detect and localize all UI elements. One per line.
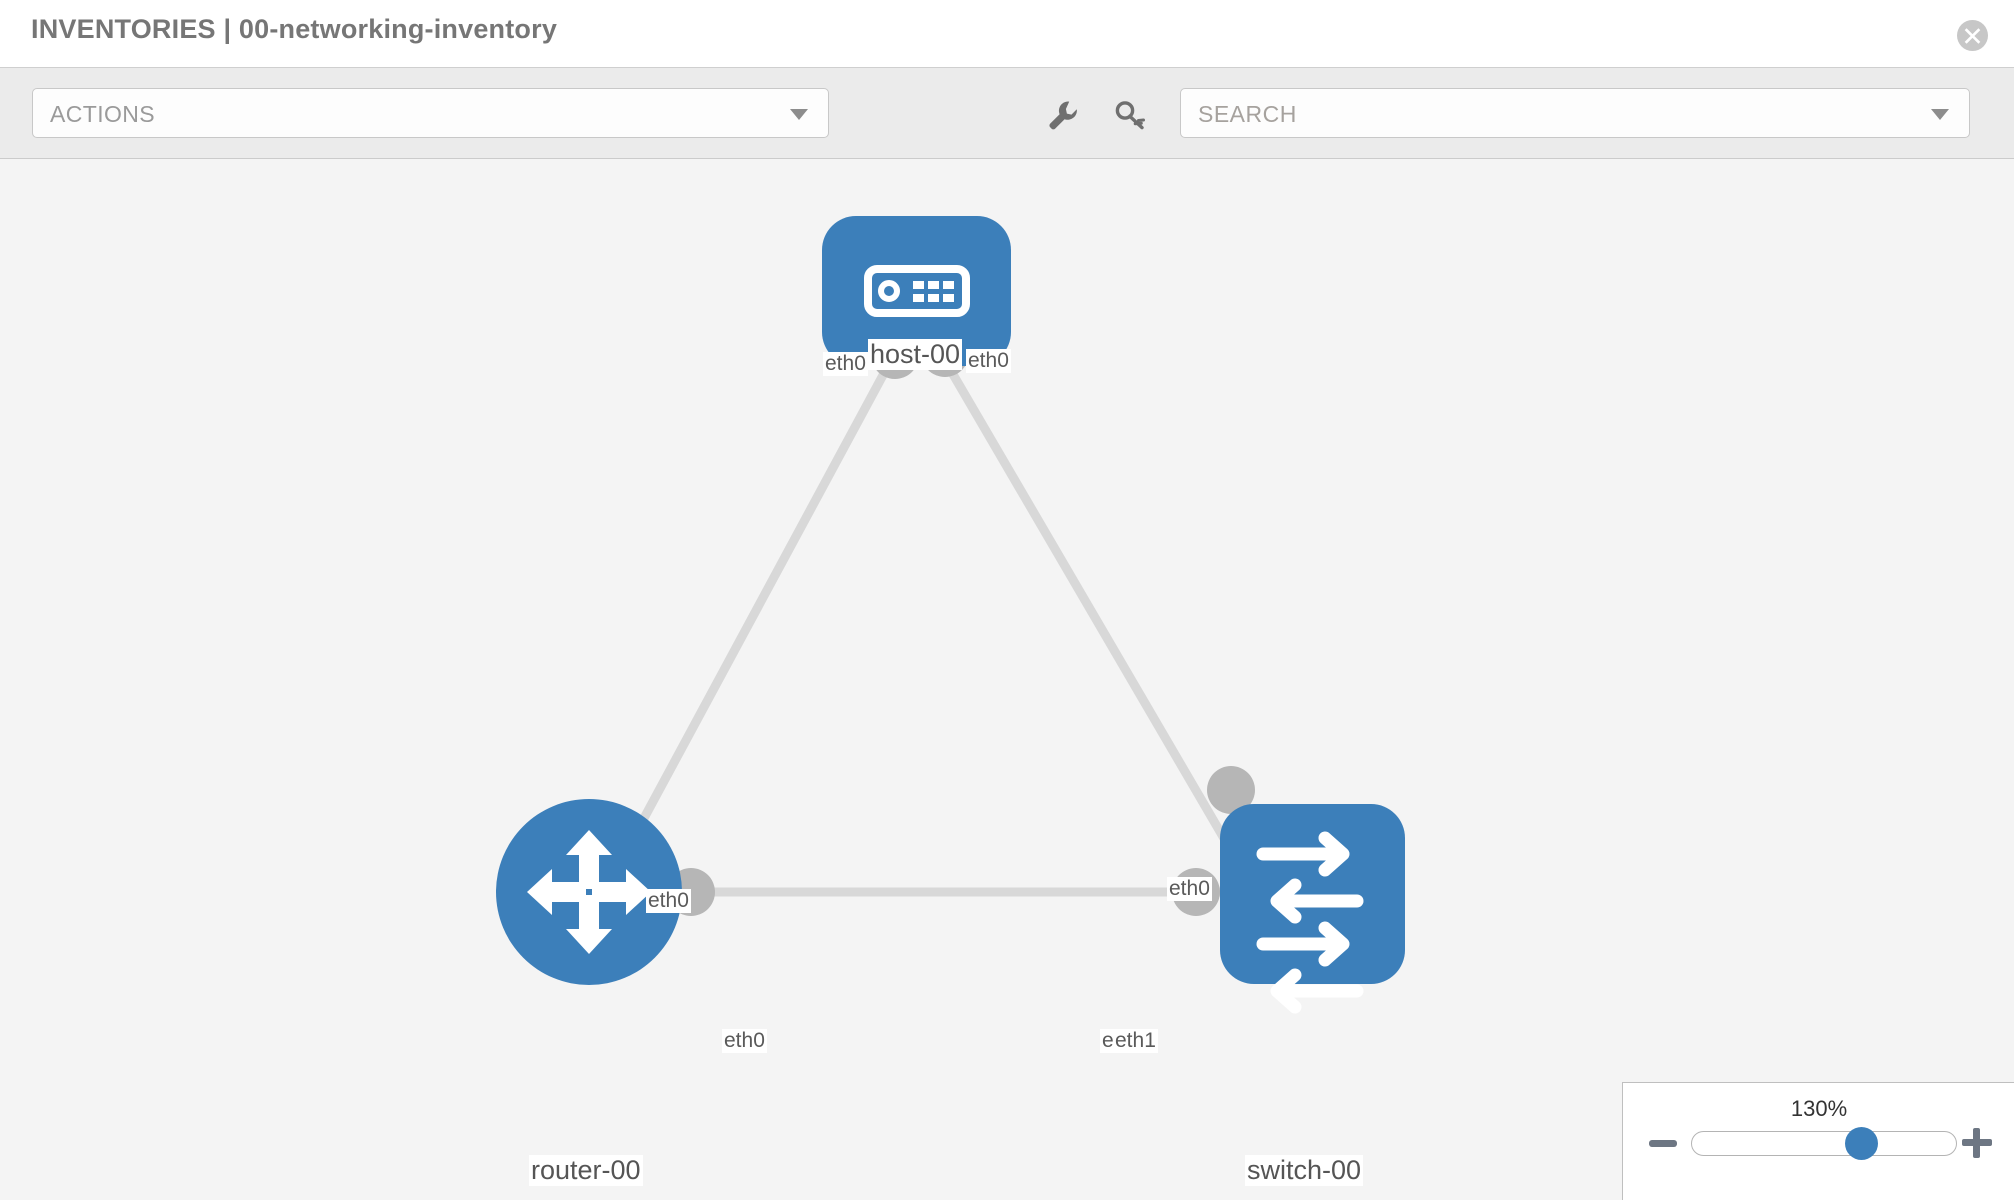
zoom-in-button[interactable] <box>1962 1128 1992 1158</box>
link-host-router[interactable] <box>618 361 893 862</box>
iface-label-router-up: eth0 <box>646 889 691 913</box>
topology-graph <box>496 216 1405 1014</box>
node-label-host-00: host-00 <box>868 339 963 370</box>
actions-dropdown-label: ACTIONS <box>50 101 156 127</box>
zoom-level-label: 130% <box>1790 1096 1848 1121</box>
iface-label-host-right: eth0 <box>966 349 1011 373</box>
node-label-router-00: router-00 <box>529 1155 643 1186</box>
page-title: INVENTORIES | 00-networking-inventory <box>31 14 558 44</box>
topology-connectors <box>667 329 1255 916</box>
key-icon[interactable] <box>1113 98 1147 132</box>
toolbar: ACTIONS SEARCH <box>0 68 2014 159</box>
wrench-glyph <box>1049 101 1077 130</box>
close-glyph <box>1964 28 1981 44</box>
zoom-control-panel: 130% <box>1622 1082 2014 1200</box>
window-titlebar: INVENTORIES | 00-networking-inventory <box>0 0 2014 68</box>
server-icon <box>864 265 970 317</box>
node-switch-00[interactable] <box>1220 804 1405 1014</box>
key-glyph <box>1115 101 1145 130</box>
switch-arrows-icon <box>1256 831 1364 1014</box>
close-icon[interactable] <box>1957 20 1988 51</box>
zoom-slider-thumb[interactable] <box>1845 1127 1878 1160</box>
actions-dropdown[interactable]: ACTIONS <box>32 88 829 138</box>
node-label-switch-00: switch-00 <box>1245 1155 1364 1186</box>
search-placeholder: SEARCH <box>1198 101 1297 127</box>
zoom-slider-track[interactable] <box>1691 1131 1957 1156</box>
wrench-icon[interactable] <box>1046 98 1080 132</box>
connector-switch-top[interactable] <box>1207 766 1255 814</box>
node-router-00[interactable] <box>496 799 682 985</box>
chevron-down-icon <box>790 109 808 120</box>
iface-label-switch-up: eth0 <box>1167 877 1212 901</box>
topology-canvas[interactable]: eth0 host-00 eth0 eth0 eth0 eth0 eth0 et… <box>0 159 2014 1200</box>
chevron-down-icon <box>1931 109 1949 120</box>
iface-label-host-left: eth0 <box>823 352 868 376</box>
zoom-out-button[interactable] <box>1649 1140 1677 1147</box>
router-arrows-icon <box>527 830 651 954</box>
node-host-00[interactable] <box>822 216 1011 366</box>
search-input[interactable]: SEARCH <box>1180 88 1970 138</box>
iface-label-switch-left-front: eth1 <box>1113 1029 1158 1053</box>
iface-label-router-right: eth0 <box>722 1029 767 1053</box>
link-host-switch[interactable] <box>943 361 1240 862</box>
topology-links <box>618 361 1250 897</box>
